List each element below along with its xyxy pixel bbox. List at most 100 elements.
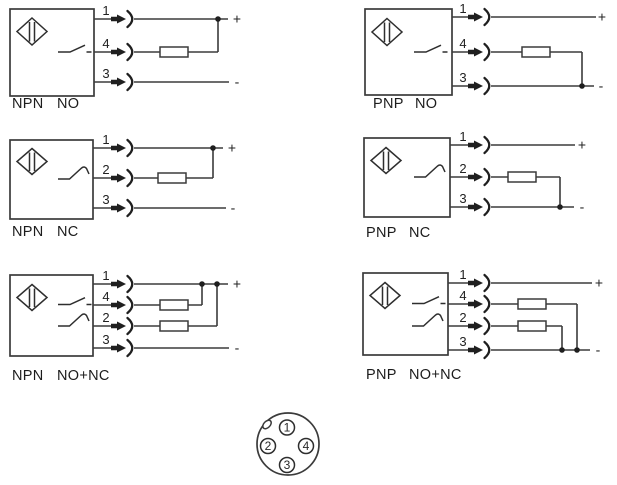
plug-icon (111, 168, 134, 188)
connector-pin-number: 3 (284, 458, 291, 472)
wire-pin-2 (93, 284, 218, 327)
no-contact-icon (58, 44, 92, 53)
plug-icon (468, 135, 491, 155)
plug-icon (111, 42, 134, 62)
sensor-box (363, 137, 451, 218)
connector-body (256, 412, 320, 476)
sensor-box (9, 139, 94, 220)
caption-logic: NC (57, 224, 79, 240)
plug-icon (111, 316, 134, 336)
plug-icon (111, 198, 134, 218)
wire-pin-2 (93, 148, 214, 179)
connector-pin-4-circle (297, 437, 315, 455)
junction-dot (210, 145, 216, 151)
plug-icon (468, 76, 491, 96)
plus-terminal: + (595, 275, 603, 291)
pin-number: 3 (459, 191, 466, 206)
diagram-pnp-nc: 1 2 3 + - PNP NC (363, 129, 586, 241)
pin-number: 2 (102, 310, 109, 325)
plug-icon (468, 197, 491, 217)
load-resistor (159, 46, 189, 58)
nc-contact-icon (412, 313, 444, 327)
diagram-npn-nc: 1 2 3 + - NPN NC (9, 132, 236, 240)
nc-contact-icon (58, 166, 90, 180)
pin-number: 4 (459, 36, 466, 51)
connector-pinout: 1 2 3 4 (256, 412, 320, 476)
no-contact-icon (412, 296, 446, 305)
plug-icon (468, 42, 491, 62)
plus-terminal: + (233, 11, 241, 27)
plus-terminal: + (598, 9, 606, 25)
pin-number: 3 (102, 66, 109, 81)
plug-icon (468, 316, 491, 336)
sensor-box (9, 274, 94, 357)
nc-contact-icon (58, 313, 90, 327)
plug-icon (111, 274, 134, 294)
minus-terminal: - (231, 200, 236, 216)
wire-pin-2 (450, 176, 561, 207)
wire-pin-2 (448, 325, 563, 350)
minus-terminal: - (599, 78, 604, 94)
caption-logic: NC (409, 225, 431, 241)
connector-pin-2-circle (259, 437, 277, 455)
pin-number: 3 (102, 332, 109, 347)
plug-icon (468, 340, 491, 360)
pin-number: 4 (102, 289, 109, 304)
plug-icon (468, 167, 491, 187)
pin-number: 1 (102, 268, 109, 283)
junction-dot (559, 347, 565, 353)
wire-pin-4 (452, 51, 583, 86)
plug-icon (111, 338, 134, 358)
no-contact-icon (414, 44, 448, 53)
pin-number: 2 (102, 162, 109, 177)
junction-dot (557, 204, 563, 210)
sensor-box (364, 8, 453, 96)
minus-terminal: - (596, 342, 601, 358)
sensor-box (362, 272, 449, 356)
pin-number: 3 (102, 192, 109, 207)
caption-logic: NO+NC (409, 367, 462, 383)
plug-icon (111, 138, 134, 158)
connector-pin-1-circle (278, 419, 296, 436)
minus-terminal: - (580, 199, 585, 215)
pin-number: 1 (102, 132, 109, 147)
pin-number: 1 (459, 129, 466, 144)
plug-icon (468, 294, 491, 314)
caption-type: PNP (366, 367, 397, 383)
plus-terminal: + (228, 140, 236, 156)
load-resistor (159, 299, 189, 311)
connector-pin-number: 2 (265, 439, 272, 453)
plus-terminal: + (578, 137, 586, 153)
no-contact-icon (58, 297, 92, 306)
junction-dot (215, 16, 221, 22)
load-resistor (521, 46, 551, 58)
caption-logic: NO (415, 96, 437, 112)
nc-contact-icon (414, 164, 446, 178)
caption-type: NPN (12, 368, 44, 384)
caption-logic: NO (57, 96, 79, 112)
pin-number: 1 (459, 1, 466, 16)
caption-logic: NO+NC (57, 368, 110, 384)
wire-pin-4 (448, 303, 578, 350)
pin-number: 4 (459, 288, 466, 303)
sensor-diamond-icon (15, 16, 49, 47)
pin-number: 1 (459, 267, 466, 282)
junction-dot (214, 281, 220, 287)
junction-dot (199, 281, 205, 287)
caption-type: PNP (366, 225, 397, 241)
junction-dot (574, 347, 580, 353)
connector-pin-3-circle (278, 456, 296, 474)
diagram-pnp-no-nc: 1 4 2 3 + - PNP NO+NC (362, 267, 603, 383)
load-resistor (517, 320, 547, 332)
sensor-box (9, 8, 95, 97)
minus-terminal: - (235, 74, 240, 90)
plug-icon (111, 295, 134, 315)
load-resistor (517, 298, 547, 310)
pin-number: 2 (459, 161, 466, 176)
plug-icon (111, 9, 134, 29)
diagram-pnp-no: 1 4 3 + - PNP NO (364, 1, 606, 112)
caption-type: NPN (12, 96, 44, 112)
plug-icon (468, 273, 491, 293)
pin-number: 1 (102, 3, 109, 18)
